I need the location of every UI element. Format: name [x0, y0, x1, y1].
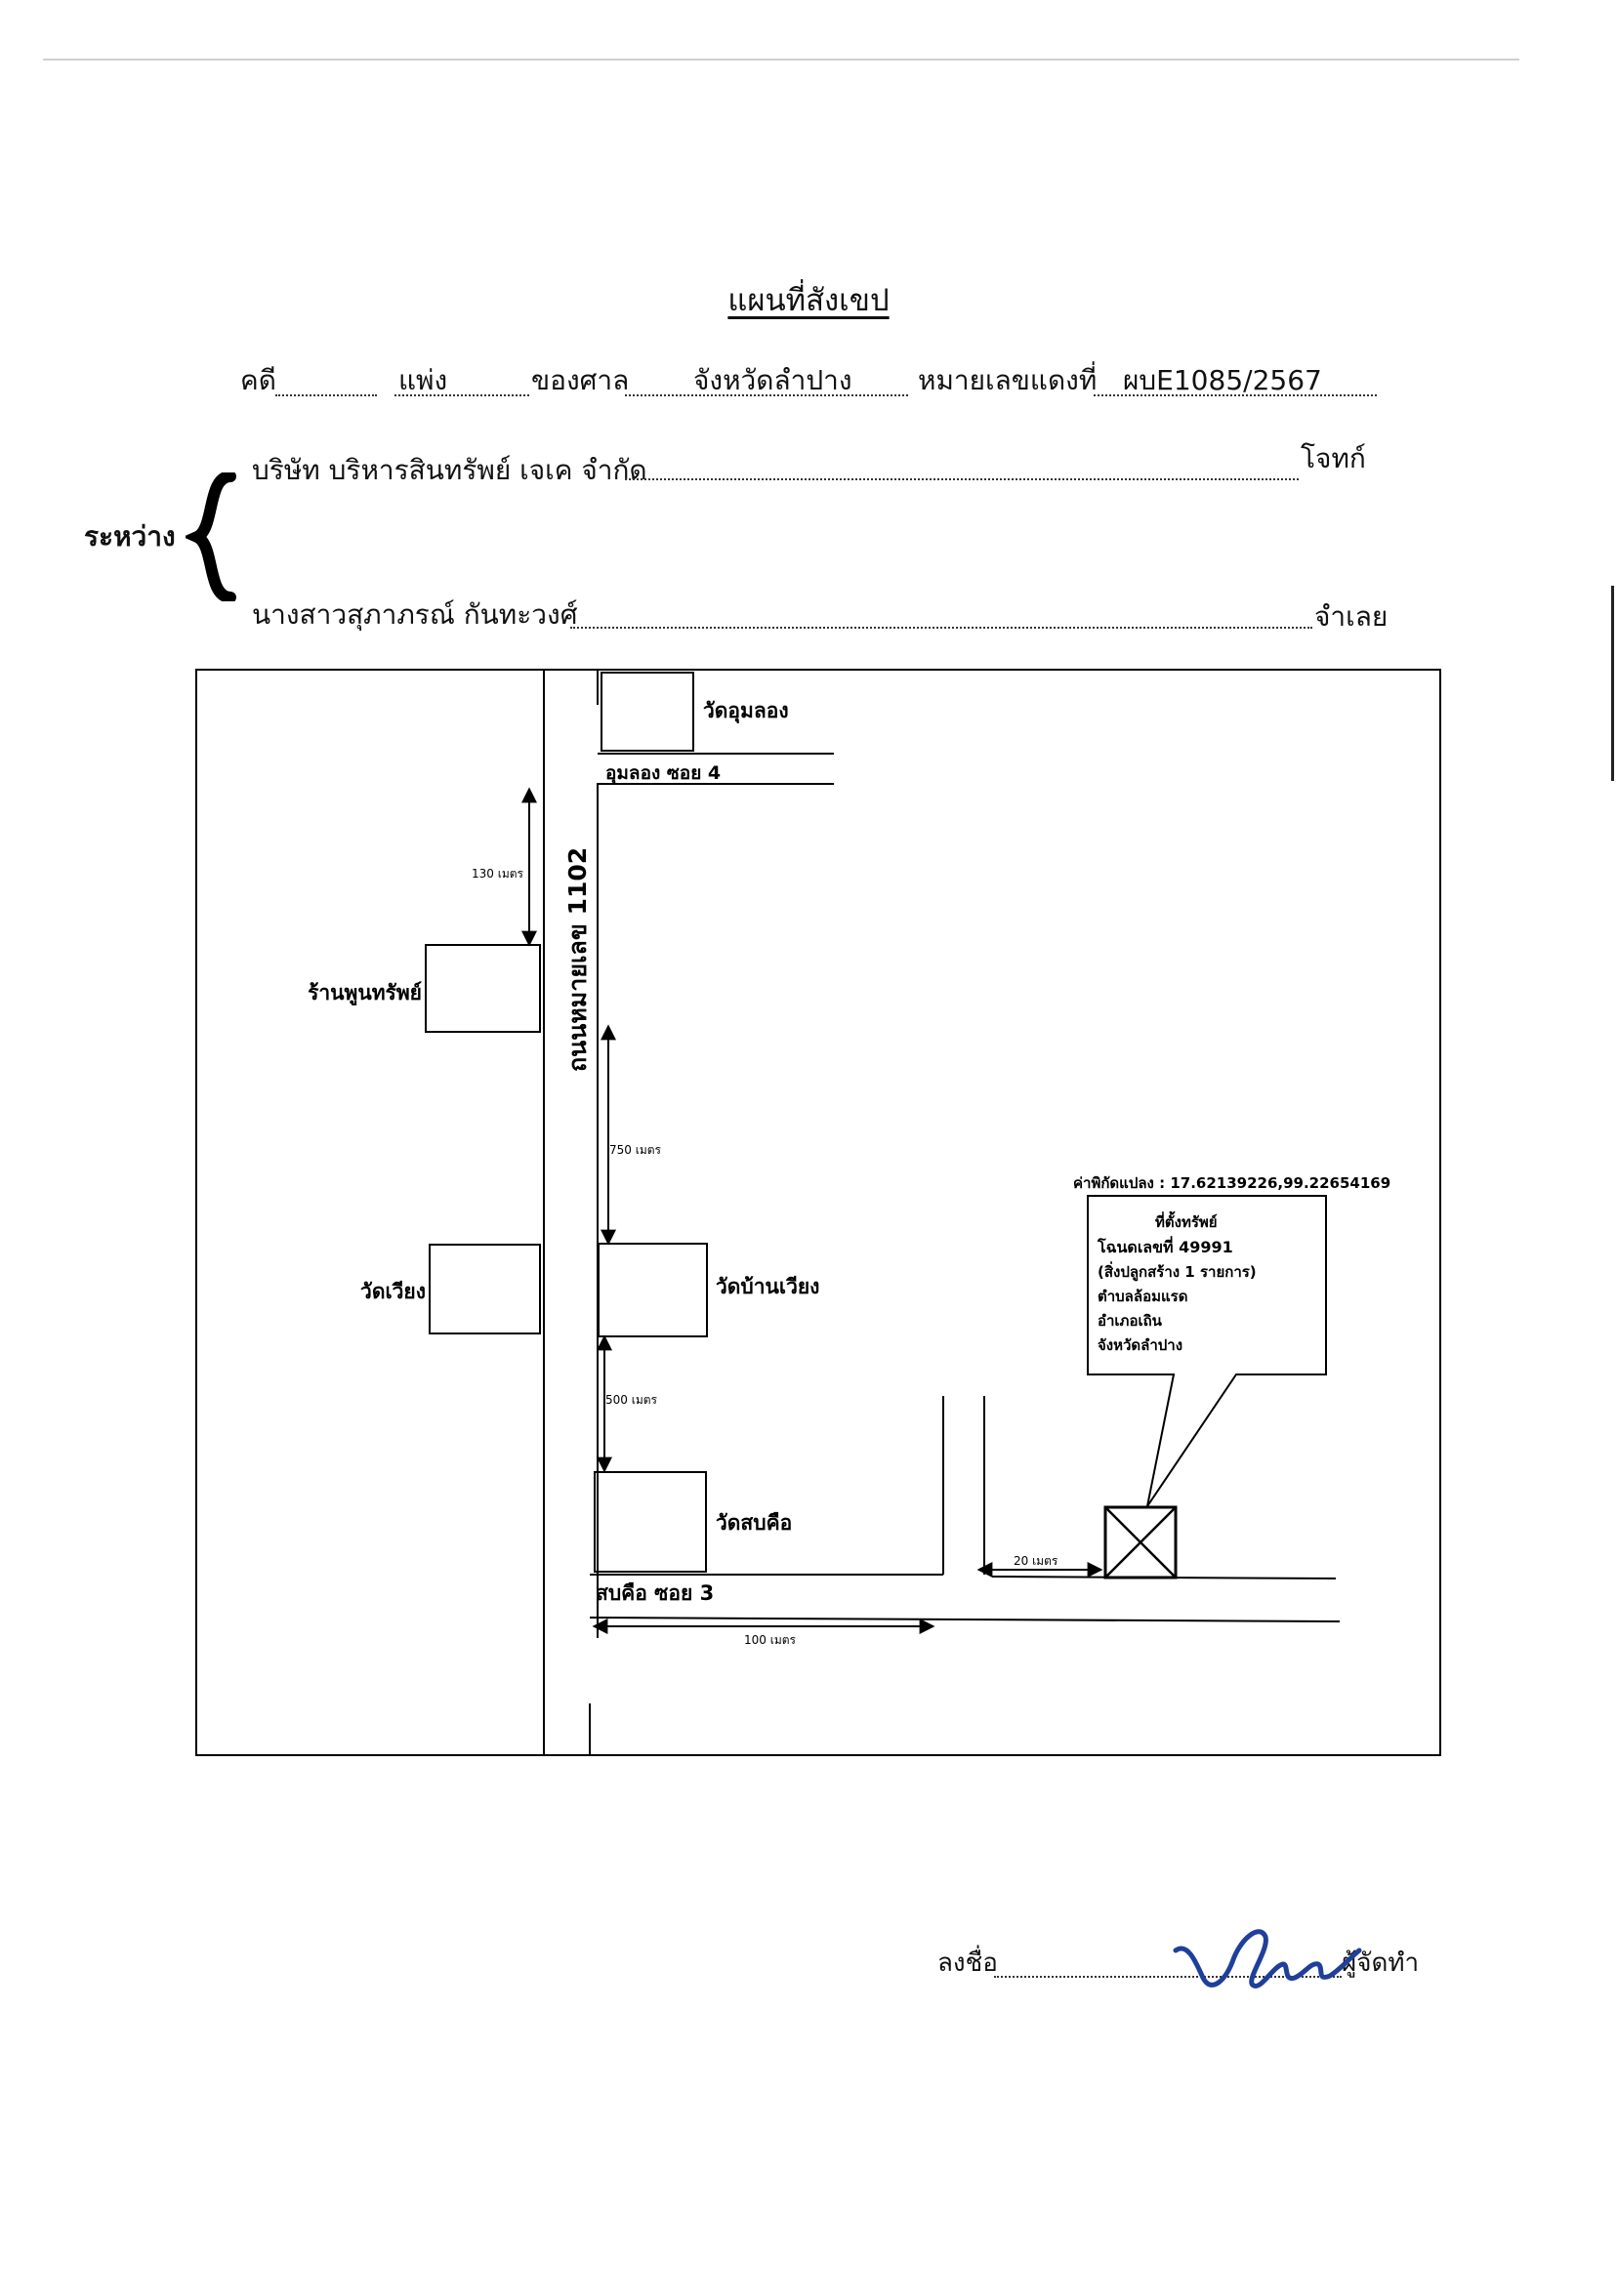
document-title: แผนที่สังเขป [727, 283, 890, 318]
red-number-label: หมายเลขแดงที่ [918, 364, 1098, 396]
property-callout [1087, 1195, 1327, 1507]
red-number: ผบE1085/2567 [1123, 364, 1322, 396]
label-wat-wiang: วัดเวียง [360, 1280, 426, 1303]
red-number-dots [1094, 394, 1377, 396]
map-frame [195, 669, 1441, 1756]
defendant-dots [570, 627, 1312, 629]
sign-dots [994, 1976, 1342, 1978]
top-divider [43, 59, 1519, 61]
plaintiff-role: โจทก์ [1301, 442, 1366, 474]
label-20m: 20 เมตร [1014, 1554, 1058, 1568]
wat-umlong-box [601, 672, 694, 752]
scan-edge-mark [1611, 586, 1614, 781]
label-pawn-shop: ร้านพูนทรัพย์ [308, 981, 422, 1006]
callout-title: ที่ตั้งทรัพย์ [1155, 1210, 1218, 1231]
callout-buildings: (สิ่งปลูกสร้าง 1 รายการ) [1098, 1261, 1257, 1282]
label-100m: 100 เมตร [744, 1633, 797, 1647]
sketch-map: วัดอุมลอง อุมลอง ซอย 4 ร้านพูนทรัพย์ วัด… [308, 671, 1390, 1754]
court-label: ของศาล [531, 364, 630, 396]
defendant-name: นางสาวสุภาภรณ์ กันทะวงศ์ [252, 598, 578, 631]
callout-district: อำเภอเถิน [1098, 1312, 1163, 1330]
between-label: ระหว่าง [84, 520, 176, 553]
label-wat-sop-khue: วัดสบคือ [716, 1511, 792, 1535]
label-wat-umlong: วัดอุมลอง [703, 699, 789, 724]
pawn-shop-box [425, 944, 541, 1033]
label-wat-ban-wiang: วัดบ้านเวียง [716, 1275, 819, 1298]
wat-sop-khue-box [594, 1471, 707, 1573]
label-130m: 130 เมตร [472, 867, 524, 881]
court-name: จังหวัดลำปาง [693, 364, 852, 396]
property-marker [1103, 1505, 1178, 1579]
callout-deed: โฉนดเลขที่ 49991 [1097, 1236, 1233, 1256]
label-soi-top: อุมลอง ซอย 4 [605, 762, 721, 785]
handwritten-signature [1173, 1929, 1362, 1988]
label-750m: 750 เมตร [609, 1143, 662, 1157]
brace-symbol [186, 472, 236, 601]
callout-province: จังหวัดลำปาง [1098, 1336, 1182, 1354]
wat-ban-wiang-box [598, 1243, 708, 1337]
court-dots [625, 394, 908, 396]
plaintiff-name: บริษัท บริหารสินทรัพย์ เจเค จำกัด [252, 454, 647, 486]
label-soi-bottom: สบคือ ซอย 3 [596, 1581, 714, 1605]
defendant-role: จำเลย [1314, 600, 1389, 633]
label-main-road: ถนนหมายเลข 1102 [563, 847, 592, 1072]
wat-wiang-box [429, 1244, 541, 1334]
sign-label: ลงชื่อ [937, 1948, 998, 1978]
case-label: คดี [240, 364, 276, 396]
label-coordinates: ค่าพิกัดแปลง : 17.62139226,99.22654169 [1073, 1174, 1390, 1192]
label-500m: 500 เมตร [605, 1393, 658, 1407]
case-type: แพ่ง [398, 364, 448, 396]
plaintiff-dots [625, 478, 1299, 480]
callout-subdistrict: ตำบลล้อมแรด [1098, 1288, 1187, 1305]
case-dots [275, 394, 377, 396]
case-type-dots [394, 394, 529, 396]
soi3-bottom-edge [589, 1617, 1341, 1622]
